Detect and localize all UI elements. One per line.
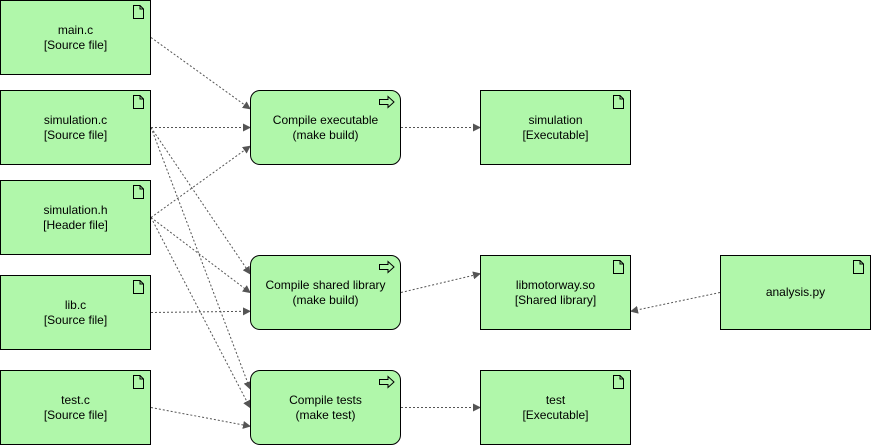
process-label: Compile executable (make build)	[273, 113, 378, 143]
process-compile-tests[interactable]: Compile tests (make test)	[250, 370, 401, 445]
process-command: (make build)	[292, 127, 359, 142]
process-arrow-icon	[379, 375, 395, 389]
artifact-kind: [Source file]	[43, 37, 108, 52]
artifact-kind: [Executable]	[522, 127, 589, 142]
artifact-analysis-py[interactable]: analysis.py	[720, 255, 871, 330]
process-command: (make build)	[292, 292, 359, 307]
process-arrow-icon	[379, 260, 395, 274]
artifact-name: lib.c	[64, 297, 87, 312]
artifact-kind: [Source file]	[43, 127, 108, 142]
document-icon	[613, 375, 624, 389]
process-command: (make test)	[295, 407, 356, 422]
artifact-name: main.c	[57, 22, 94, 37]
artifact-name: test.c	[61, 392, 90, 407]
artifact-label: lib.c [Source file]	[44, 298, 107, 328]
artifact-name: simulation	[528, 112, 583, 127]
edge-simulation-c-to-compile-shared-library	[150, 127, 251, 275]
edge-analysis-py-to-libmotorway-so	[630, 292, 721, 314]
artifact-name: simulation.c	[43, 112, 108, 127]
artifact-label: test [Executable]	[522, 393, 588, 423]
process-arrow-icon	[379, 95, 395, 109]
edge-lib-c-to-compile-shared-library	[150, 307, 251, 316]
artifact-test[interactable]: test [Executable]	[480, 370, 631, 445]
artifact-label: simulation.c [Source file]	[44, 113, 107, 143]
process-compile-shared-library[interactable]: Compile shared library (make build)	[250, 255, 401, 330]
process-label: Compile tests (make test)	[289, 393, 362, 423]
edge-main-c-to-compile-executable	[150, 37, 251, 110]
process-name: Compile executable	[272, 112, 379, 127]
artifact-label: analysis.py	[766, 285, 825, 300]
document-icon	[613, 95, 624, 109]
artifact-kind: [Source file]	[43, 312, 108, 327]
artifact-kind: [Executable]	[522, 407, 589, 422]
artifact-kind: [Shared library]	[514, 292, 597, 307]
artifact-name: analysis.py	[765, 285, 826, 299]
artifact-kind: [Header file]	[43, 217, 108, 232]
document-icon	[613, 260, 624, 274]
artifact-libmotorway-so[interactable]: libmotorway.so [Shared library]	[480, 255, 631, 330]
document-icon	[133, 95, 144, 109]
edge-simulation-h-to-compile-tests	[150, 217, 251, 409]
artifact-simulation-h[interactable]: simulation.h [Header file]	[0, 180, 151, 255]
artifact-label: simulation.h [Header file]	[43, 203, 108, 233]
edge-test-c-to-compile-tests	[150, 407, 251, 429]
edge-simulation-c-to-compile-tests	[150, 127, 252, 390]
process-compile-executable[interactable]: Compile executable (make build)	[250, 90, 401, 165]
artifact-simulation-c[interactable]: simulation.c [Source file]	[0, 90, 151, 165]
document-icon	[133, 375, 144, 389]
artifact-main-c[interactable]: main.c [Source file]	[0, 0, 151, 75]
artifact-lib-c[interactable]: lib.c [Source file]	[0, 275, 151, 350]
artifact-name: test	[545, 392, 566, 407]
process-name: Compile shared library	[265, 277, 386, 292]
artifact-simulation[interactable]: simulation [Executable]	[480, 90, 631, 165]
artifact-test-c[interactable]: test.c [Source file]	[0, 370, 151, 445]
artifact-name: libmotorway.so	[515, 277, 596, 292]
artifact-label: libmotorway.so [Shared library]	[515, 278, 596, 308]
edge-simulation-h-to-compile-executable	[150, 145, 251, 218]
process-name: Compile tests	[289, 392, 362, 407]
artifact-kind: [Source file]	[43, 407, 108, 422]
edge-simulation-h-to-compile-shared-library	[150, 217, 251, 294]
document-icon	[133, 280, 144, 294]
edge-compile-shared-library-to-libmotorway-so	[400, 271, 481, 293]
document-icon	[133, 5, 144, 19]
artifact-name: simulation.h	[43, 202, 108, 217]
artifact-label: main.c [Source file]	[44, 23, 107, 53]
document-icon	[133, 185, 144, 199]
artifact-label: simulation [Executable]	[522, 113, 588, 143]
document-icon	[853, 260, 864, 274]
process-label: Compile shared library (make build)	[265, 278, 385, 308]
artifact-label: test.c [Source file]	[44, 393, 107, 423]
